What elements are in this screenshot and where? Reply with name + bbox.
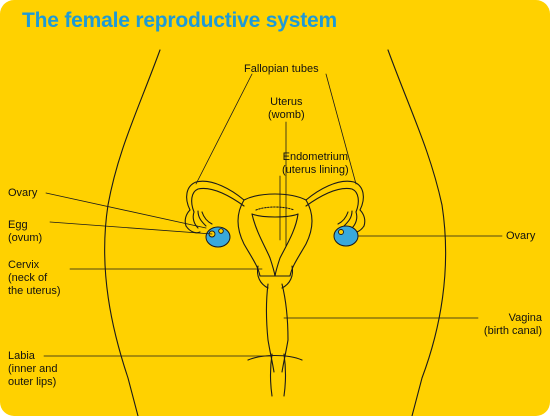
endometrium-outline: [251, 213, 299, 277]
label-ovary-left: Ovary: [8, 187, 38, 199]
egg-left-2: [218, 228, 224, 234]
label-ovary-right: Ovary: [506, 230, 536, 242]
labia-outline: [269, 353, 287, 397]
vagina-right-wall: [281, 283, 289, 373]
cervix-outline: [256, 265, 294, 289]
egg-right: [338, 229, 344, 235]
leader-ovary-left: [45, 192, 207, 229]
leader-fallopian-right: [325, 73, 357, 185]
uterus-top-curve: [255, 206, 295, 211]
body-outline-crotch: [247, 354, 303, 361]
ovary-left: [205, 226, 231, 248]
diagram-title: The female reproductive system: [22, 9, 337, 32]
label-cervix: Cervix (neck of the uterus): [8, 259, 61, 297]
vagina-left-wall: [265, 283, 275, 373]
label-endometrium: Endometrium (uterus lining): [282, 151, 349, 176]
uterus-outline: [237, 193, 313, 277]
body-outline-right: [387, 49, 447, 416]
label-egg: Egg (ovum): [8, 219, 43, 244]
label-vagina: Vagina (birth canal): [483, 312, 542, 337]
leader-egg: [49, 221, 213, 235]
label-uterus: Uterus (womb): [268, 96, 305, 121]
ovary-right: [333, 225, 359, 247]
body-outline-left: [104, 49, 161, 416]
label-fallopian-tubes: Fallopian tubes: [244, 63, 319, 75]
fimbriae-left: [184, 209, 213, 234]
leader-fallopian-left: [195, 73, 253, 185]
fallopian-tube-right: [305, 180, 364, 213]
fallopian-tube-left: [186, 180, 245, 213]
leader-lines: [43, 73, 503, 357]
label-labia: Labia (inner and outer lips): [8, 350, 58, 388]
